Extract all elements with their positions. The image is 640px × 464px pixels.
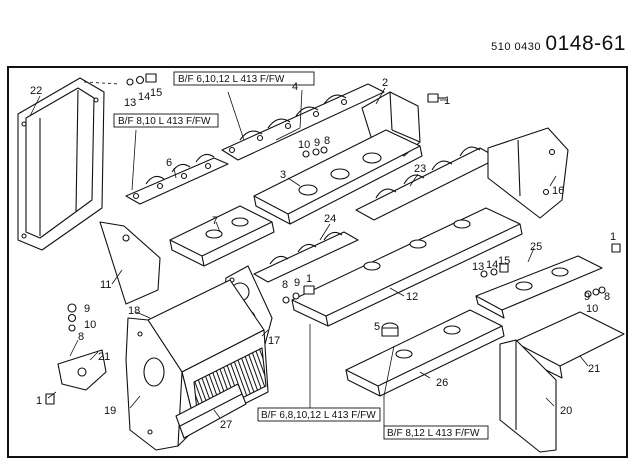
part-22-side-shield bbox=[17, 77, 105, 251]
applicability-label-boxes: B/F 6,10,12 L 413 F/FW B/F 8,10 L 413 F/… bbox=[113, 71, 489, 440]
part-27-base-rail bbox=[175, 383, 247, 439]
callout-8: 8 bbox=[282, 279, 288, 291]
part-3-upper-tray bbox=[253, 129, 423, 225]
callout-9: 9 bbox=[294, 277, 300, 289]
part-4-top-plate bbox=[221, 83, 385, 161]
callout-14: 14 bbox=[138, 91, 150, 103]
part-12-long-tray bbox=[291, 207, 523, 327]
part-18-19-main-housing bbox=[125, 279, 269, 451]
document-number: 510 0430 0148-61 bbox=[491, 32, 626, 56]
document-number-prefix: 510 0430 bbox=[491, 41, 541, 53]
callout-1: 1 bbox=[306, 273, 312, 285]
part-16-right-panel bbox=[487, 127, 569, 219]
callout-24: 24 bbox=[324, 213, 336, 225]
part-5-plug bbox=[381, 322, 399, 337]
part-24-lower-flange bbox=[253, 231, 359, 283]
callout-10: 10 bbox=[298, 139, 310, 151]
callout-9: 9 bbox=[584, 291, 590, 303]
callout-28: 21 bbox=[98, 351, 110, 363]
callout-7: 7 bbox=[212, 215, 218, 227]
callout-26: 26 bbox=[436, 377, 448, 389]
callout-25: 25 bbox=[530, 241, 542, 253]
callout-13: 13 bbox=[472, 261, 484, 273]
applicability-label: B/F 8,10 L 413 F/FW bbox=[118, 116, 211, 127]
callout-3: 3 bbox=[280, 169, 286, 181]
callout-12: 12 bbox=[406, 291, 418, 303]
callout-23: 23 bbox=[414, 163, 426, 175]
document-number-main: 0148-61 bbox=[545, 32, 626, 55]
applicability-label: B/F 8,12 L 413 F/FW bbox=[387, 428, 480, 439]
part-26-lower-tray bbox=[345, 309, 505, 397]
callout-9: 9 bbox=[84, 303, 90, 315]
callout-1: 1 bbox=[36, 395, 42, 407]
callout-10: 10 bbox=[586, 303, 598, 315]
callout-2: 2 bbox=[382, 77, 388, 89]
callout-10: 10 bbox=[84, 319, 96, 331]
callout-15: 15 bbox=[498, 255, 510, 267]
drawing-frame bbox=[7, 66, 628, 458]
callout-14: 14 bbox=[486, 259, 498, 271]
callout-5: 5 bbox=[374, 321, 380, 333]
applicability-label: B/F 6,8,10,12 L 413 F/FW bbox=[261, 410, 376, 421]
callout-20: 20 bbox=[560, 405, 572, 417]
callout-4: 4 bbox=[292, 81, 298, 93]
callout-1: 1 bbox=[610, 231, 616, 243]
leader-lines bbox=[29, 81, 589, 426]
callout-22: 22 bbox=[30, 85, 42, 97]
applicability-label: B/F 6,10,12 L 413 F/FW bbox=[178, 74, 285, 85]
callout-18: 18 bbox=[128, 305, 140, 317]
callout-9: 9 bbox=[314, 137, 320, 149]
callout-11: 11 bbox=[100, 279, 111, 291]
callout-16: 16 bbox=[552, 185, 564, 197]
part-7-middle-tray bbox=[169, 205, 275, 267]
part-11-bracket bbox=[99, 221, 161, 305]
callout-8: 8 bbox=[78, 331, 84, 343]
callout-8: 8 bbox=[604, 291, 610, 303]
fastener-stacks bbox=[45, 73, 621, 405]
callout-17: 17 bbox=[268, 335, 280, 347]
callout-6: 6 bbox=[166, 157, 172, 169]
callout-15: 15 bbox=[150, 87, 162, 99]
callout-19: 19 bbox=[104, 405, 116, 417]
callout-13: 13 bbox=[124, 97, 136, 109]
part-28-small-bracket bbox=[57, 349, 107, 391]
callout-1: 1 bbox=[444, 95, 450, 107]
part-callouts: 22 13 14 15 4 2 1 6 10 9 8 3 23 16 7 24 … bbox=[30, 77, 616, 431]
callout-8: 8 bbox=[324, 135, 330, 147]
part-25-right-tray bbox=[475, 255, 603, 319]
callout-21: 21 bbox=[588, 363, 600, 375]
callout-27: 27 bbox=[220, 419, 232, 431]
part-20-tall-panel bbox=[499, 339, 557, 453]
part-6-top-plate bbox=[125, 153, 229, 205]
